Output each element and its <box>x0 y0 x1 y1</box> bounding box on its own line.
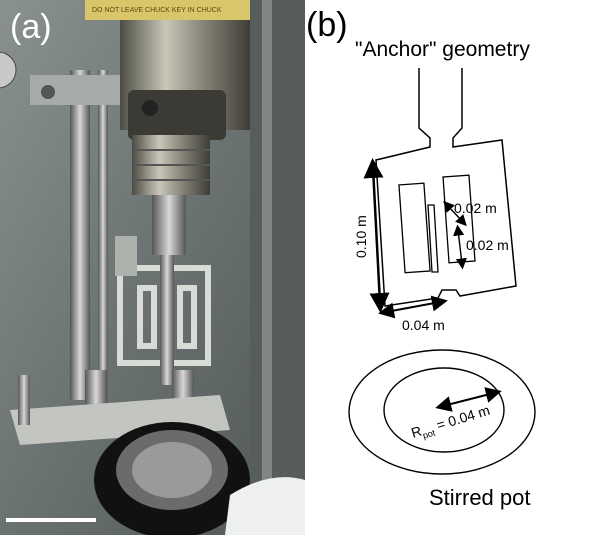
stirred-pot-label: Stirred pot <box>429 485 531 510</box>
anchor-blade <box>427 204 439 273</box>
chuck-key-text: DO NOT LEAVE CHUCK KEY IN CHUCK <box>92 7 222 14</box>
slot-dimension-arrow-b <box>453 224 467 270</box>
svg-text:Rpot = 0.04 m: Rpot = 0.04 m <box>409 402 492 444</box>
gauge-dial <box>0 51 17 89</box>
width-label: 0.04 m <box>402 317 445 333</box>
width-dimension-arrow <box>378 295 448 319</box>
panel-label-a: (a) <box>10 8 52 46</box>
height-dimension-arrow <box>363 158 390 313</box>
photo-drawing: DO NOT LEAVE CHUCK KEY IN CHUCK <box>0 0 305 535</box>
schematic-panel: 0.10 m 0.04 m 0.02 m 0.02 m Rpot = 0.04 … <box>305 0 600 535</box>
panel-label-b: (b) <box>306 6 348 44</box>
slot-a-label: 0.02 m <box>454 200 497 216</box>
height-label: 0.10 m <box>353 215 369 258</box>
anchor-geometry-title: "Anchor" geometry <box>355 38 530 61</box>
slot-dimension-arrow-a <box>443 200 467 227</box>
radius-value: = 0.04 m <box>431 402 492 434</box>
glove <box>225 477 305 535</box>
anchor-outline <box>375 68 517 307</box>
chuck-label-band <box>85 0 250 20</box>
schematic-drawing: 0.10 m 0.04 m 0.02 m 0.02 m Rpot = 0.04 … <box>348 68 536 475</box>
anchor-window-left <box>398 182 431 274</box>
photo-panel: DO NOT LEAVE CHUCK KEY IN CHUCK <box>0 0 305 535</box>
pot-radius-label: Rpot = 0.04 m <box>409 402 492 444</box>
left-rod <box>70 70 90 400</box>
scale-bar <box>6 518 96 522</box>
pot-radius-arrow <box>435 387 502 412</box>
radius-subscript: pot <box>422 427 437 440</box>
photo-right-frame <box>250 0 305 535</box>
radius-symbol: R <box>409 423 423 441</box>
pot-outer-circle <box>348 349 536 475</box>
pot-inner-circle <box>383 367 505 453</box>
slot-b-label: 0.02 m <box>466 237 509 253</box>
shaft <box>152 195 186 255</box>
